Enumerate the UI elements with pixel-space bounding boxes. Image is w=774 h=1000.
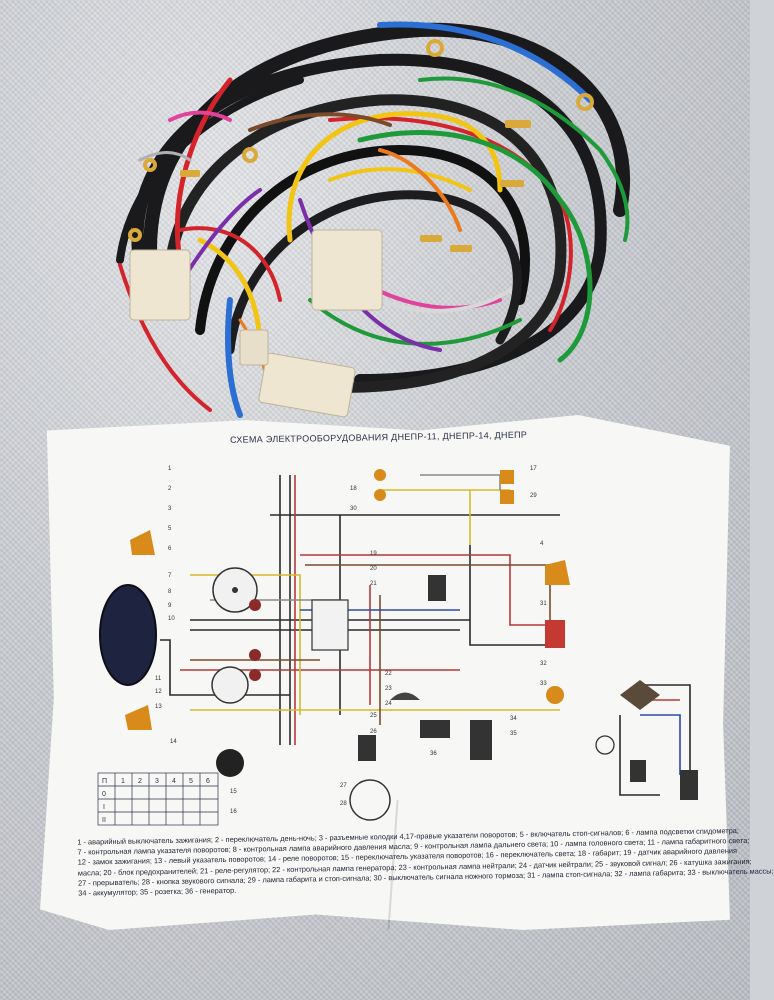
callout-32: 32 [540,661,547,667]
callout-10: 10 [168,616,175,622]
callout-36: 36 [430,751,437,757]
callout-1: 1 [168,466,172,472]
callout-28: 28 [340,801,347,807]
callout-11: 11 [155,676,162,682]
callout-29: 29 [530,493,537,499]
callout-14: 14 [170,739,177,745]
diagram-legend: 1 - аварийный выключатель зажигания; 2 -… [77,826,773,927]
switch-table-header-3: 3 [155,778,159,785]
wiring-schematic: П 1 2 3 4 5 6 0 I II 1 2 3 4 5 6 7 8 9 1… [97,466,698,826]
callout-33: 33 [540,681,547,687]
wiring-harness [116,21,631,418]
callout-13: 13 [155,704,162,710]
callout-2: 2 [168,486,172,492]
switch-table-header-2: 2 [138,778,142,785]
callout-26: 26 [370,729,377,735]
switch-table-header-0: П [102,778,107,785]
callout-9: 9 [168,603,172,609]
callout-27: 27 [340,783,347,789]
switch-table-row-0: 0 [102,791,106,798]
callout-6: 6 [168,546,172,552]
switch-table-header-1: 1 [121,778,125,785]
callout-16: 16 [230,809,237,815]
callout-20: 20 [370,566,377,572]
callout-15: 15 [230,789,237,795]
callout-34: 34 [510,716,517,722]
callout-21: 21 [370,581,377,587]
switch-table-header-5: 5 [189,778,193,785]
callout-24: 24 [385,701,392,707]
callout-23: 23 [385,686,392,692]
callout-31: 31 [540,601,547,607]
switch-table-row-2: II [102,817,106,824]
callout-8: 8 [168,589,172,595]
callout-3: 3 [168,506,172,512]
callout-12: 12 [155,689,162,695]
callout-30: 30 [350,506,357,512]
switch-table-row-1: I [103,804,105,811]
switch-table-header-4: 4 [172,778,176,785]
callout-5: 5 [168,526,172,532]
callout-7: 7 [168,573,172,579]
callout-22: 22 [385,671,392,677]
callout-19: 19 [370,551,377,557]
switch-table [97,772,219,826]
callout-25: 25 [370,713,377,719]
callout-4: 4 [540,541,544,547]
wiring-diagram-sheet [40,415,730,930]
switch-table-header-6: 6 [206,778,210,785]
callout-35: 35 [510,731,517,737]
callout-17: 17 [530,466,537,472]
callout-18: 18 [350,486,357,492]
